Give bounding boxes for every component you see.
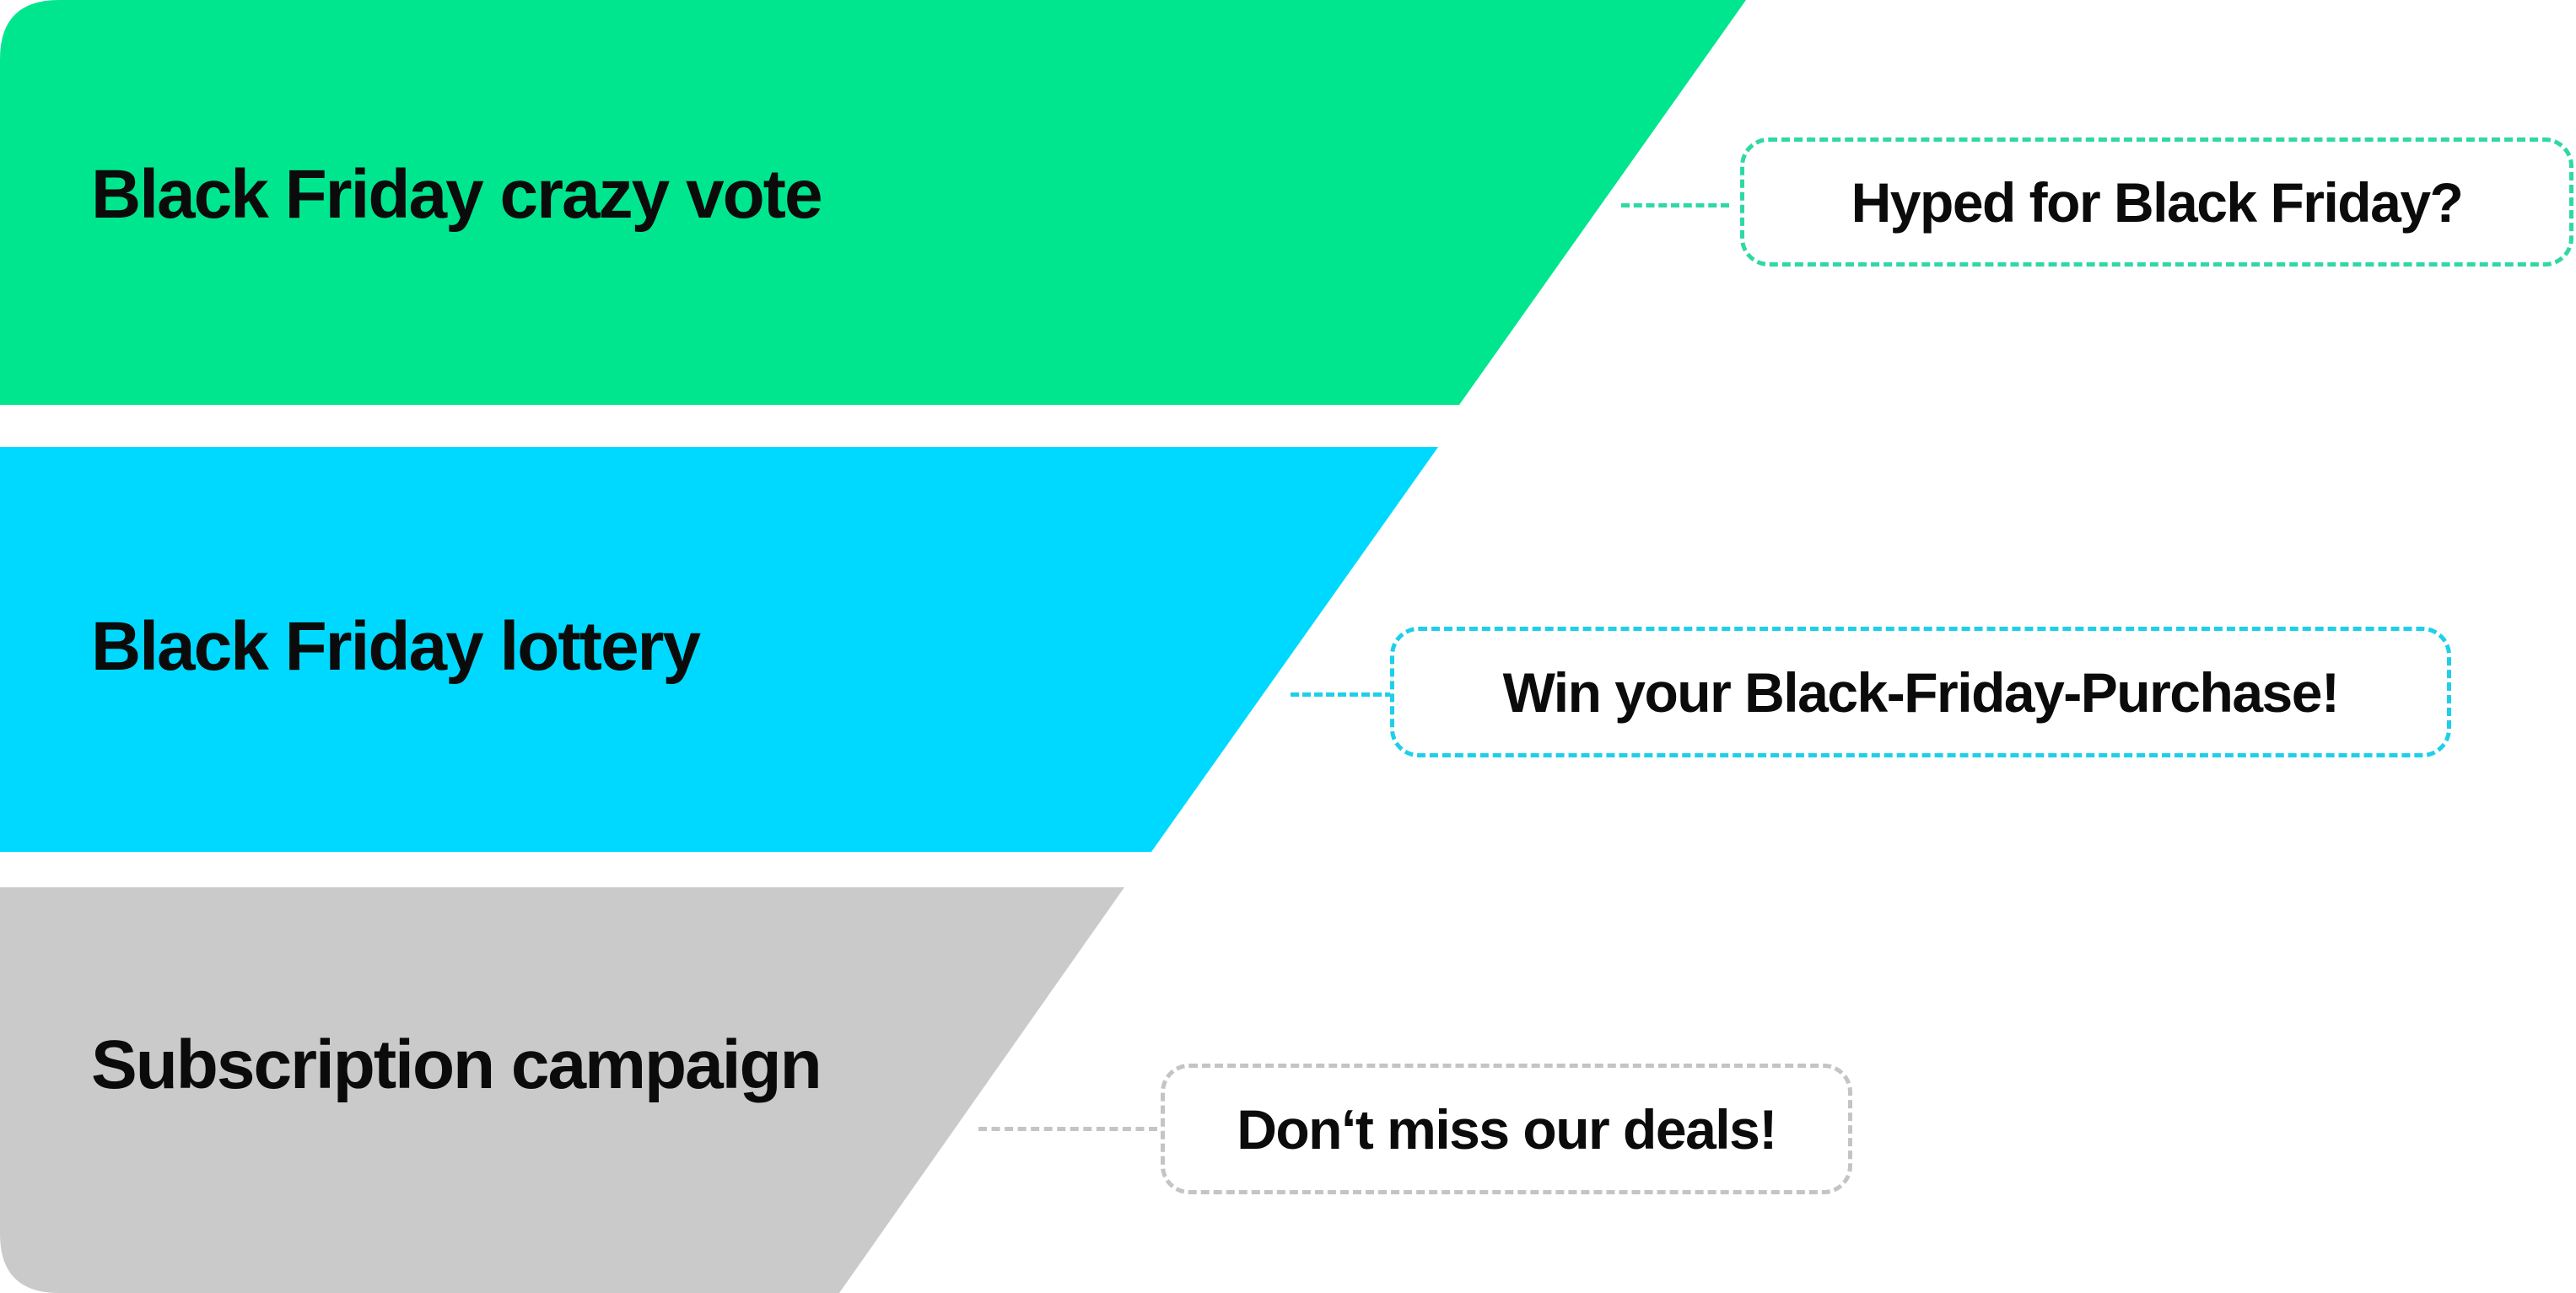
callout-dont-miss-deals: Don‘t miss our deals! <box>1161 1064 1852 1194</box>
connector-line-1 <box>1621 203 1729 207</box>
callout-win-purchase-text: Win your Black-Friday-Purchase! <box>1502 660 2340 724</box>
stage-label-crazy-vote: Black Friday crazy vote <box>91 156 823 233</box>
stage-label-subscription-campaign: Subscription campaign <box>91 1026 822 1103</box>
stage-label-lottery: Black Friday lottery <box>91 608 701 685</box>
callout-dont-miss-deals-text: Don‘t miss our deals! <box>1237 1097 1777 1161</box>
funnel-stage-1-shape <box>0 0 1746 405</box>
connector-line-2 <box>1291 692 1393 697</box>
callout-hyped-text: Hyped for Black Friday? <box>1851 170 2464 234</box>
connector-line-3 <box>978 1127 1157 1131</box>
callout-hyped: Hyped for Black Friday? <box>1740 137 2573 267</box>
funnel-stage-2-shape <box>0 447 1438 852</box>
funnel-stage-3-shape <box>0 887 1124 1293</box>
callout-win-purchase: Win your Black-Friday-Purchase! <box>1390 627 2451 757</box>
